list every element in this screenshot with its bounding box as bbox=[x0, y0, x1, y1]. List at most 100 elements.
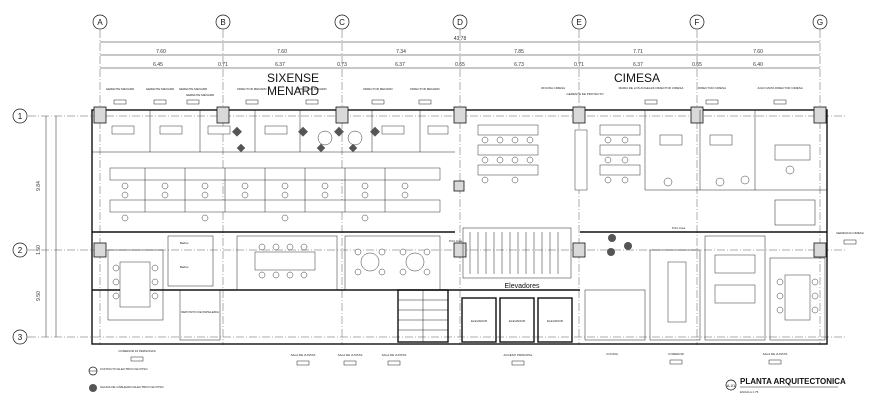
dim-sub-10: 0.65 bbox=[692, 62, 702, 68]
structural-columns bbox=[93, 106, 827, 258]
axis-bubble-c: C bbox=[334, 14, 350, 30]
tag-bottom-4: SALA DE JUNTAS bbox=[382, 353, 407, 357]
meeting-rooms bbox=[236, 235, 441, 291]
workstation-chairs bbox=[121, 182, 409, 222]
tag-top-12: DIRECTOR CIMESA bbox=[698, 86, 726, 90]
tag-bottom-8: SALA DE JUNTAS bbox=[763, 352, 788, 356]
svg-text:E: E bbox=[576, 18, 581, 27]
axis-bubble-d: D bbox=[452, 14, 468, 30]
svg-text:A: A bbox=[97, 18, 103, 27]
dim-sub-6: 0.65 bbox=[455, 62, 465, 68]
dim-sub-8: 0.71 bbox=[574, 62, 584, 68]
top-private-offices bbox=[92, 110, 455, 153]
lower-left-rooms: Baños Baños DEPOSITO DE PAPELERIA bbox=[107, 235, 221, 341]
print-area-label-1: Print Area bbox=[449, 239, 463, 243]
tag-bottom-3: SALA DE JUNTAS bbox=[338, 353, 363, 357]
dim-sub-1: 6.45 bbox=[153, 62, 163, 68]
dim-left-2: 1.50 bbox=[36, 245, 42, 255]
dim-sub-9: 6.37 bbox=[633, 62, 643, 68]
elevator-label-2: ELEVADOR bbox=[509, 319, 526, 323]
dim-sub-3: 6.37 bbox=[275, 62, 285, 68]
legend: CONTACTO ELECTRICO EN PISO SALIDA DE CAB… bbox=[88, 366, 164, 392]
zone-menard: MENARD bbox=[267, 84, 319, 98]
dim-left-3: 9.50 bbox=[36, 291, 42, 301]
tag-bottom-7: COMEDOR bbox=[668, 352, 685, 356]
lower-right-rooms bbox=[584, 199, 826, 341]
tag-top-4: GERENTE MENARD bbox=[186, 93, 215, 97]
dim-bay-4: 7.85 bbox=[514, 49, 524, 55]
legend-item-floor-outlet: CONTACTO ELECTRICO EN PISO bbox=[88, 366, 148, 376]
zone-labels: SIXENSE MENARD CIMESA Elevadores Print A… bbox=[267, 71, 686, 290]
legend-label-1: CONTACTO ELECTRICO EN PISO bbox=[100, 367, 148, 371]
axis-bubble-f: F bbox=[689, 14, 705, 30]
tag-top-2: GERENTE MENARD bbox=[146, 87, 175, 91]
dim-sub-4: 0.73 bbox=[337, 62, 347, 68]
zone-elevators: Elevadores bbox=[504, 283, 540, 290]
cimesa-workstations bbox=[477, 110, 827, 191]
bath-label-1: Baños bbox=[180, 241, 189, 245]
print-area-label-2: Print Area bbox=[672, 226, 686, 230]
svg-text:B: B bbox=[220, 18, 225, 27]
dim-bay-6: 7.60 bbox=[753, 49, 763, 55]
tag-top-13: JULIO MATA DIRECTOR CIMESA bbox=[757, 86, 803, 90]
svg-text:3: 3 bbox=[18, 333, 23, 342]
dimension-lines: 43.78 7.60 7.60 7.34 7.85 7.71 7.60 6.45… bbox=[36, 36, 820, 337]
tag-top-8: DIRECTOR MENARD bbox=[410, 87, 440, 91]
plan-scale: ESCALA 1:75 bbox=[740, 390, 759, 394]
dim-sub-11: 6.40 bbox=[753, 62, 763, 68]
dim-sub-2: 0.71 bbox=[218, 62, 228, 68]
legend-item-cable-outlet: SALIDA DE CABLEADO ELECTRICO EN PISO bbox=[89, 384, 164, 392]
dim-bay-1: 7.60 bbox=[156, 49, 166, 55]
svg-text:C: C bbox=[339, 18, 345, 27]
axis-bubble-3: 3 bbox=[12, 329, 28, 345]
svg-text:G: G bbox=[817, 18, 823, 27]
dim-overall: 43.78 bbox=[454, 36, 467, 42]
tag-top-7: DIRECTOR MENARD bbox=[363, 87, 393, 91]
title-block: A-01 PLANTA ARQUITECTONICA ESCALA 1:75 bbox=[725, 377, 846, 394]
deposito-label: DEPOSITO DE PAPELERIA bbox=[181, 310, 219, 314]
axis-bubble-g: G bbox=[812, 14, 828, 30]
elevator-label-3: ELEVADOR bbox=[547, 319, 564, 323]
tag-bottom-6: COCINA bbox=[606, 352, 618, 356]
sheet-number: A-01 bbox=[727, 383, 736, 388]
legend-label-2: SALIDA DE CABLEADO ELECTRICO EN PISO bbox=[100, 385, 164, 389]
meeting-round-tables bbox=[232, 126, 380, 153]
row-axis-bubbles: 1 2 3 bbox=[12, 108, 28, 345]
open-workstations-left bbox=[109, 167, 441, 222]
stair-elevator-core: ELEVADOR ELEVADOR ELEVADOR bbox=[397, 227, 573, 343]
room-tags-top: GERENTE MENARD GERENTE MENARD GERENTE ME… bbox=[106, 86, 803, 105]
axis-bubble-1: 1 bbox=[12, 108, 28, 124]
tag-top-9: OFICINA CIMESA bbox=[541, 86, 565, 90]
tag-bottom-5: ACCESO PRINCIPAL bbox=[503, 353, 532, 357]
tag-bottom-2: SALA DE JUNTAS bbox=[291, 353, 316, 357]
tag-right-1: GERENCIA CIMESA bbox=[836, 231, 864, 235]
bath-label-2: Baños bbox=[180, 265, 189, 269]
tag-top-1: GERENTE MENARD bbox=[106, 87, 135, 91]
dim-bay-2: 7.60 bbox=[277, 49, 287, 55]
tag-top-10: GERENTE DE PROYECTO bbox=[566, 92, 604, 96]
zone-sixense: SIXENSE bbox=[267, 71, 319, 85]
svg-text:1: 1 bbox=[18, 112, 23, 121]
dim-bay-3: 7.34 bbox=[396, 49, 406, 55]
tag-bottom-1: COMEDOR 16 PERSONAS bbox=[118, 349, 155, 353]
tag-top-11: MARIA DE LOS ANGELES DIRECTOR CIMESA bbox=[619, 86, 684, 90]
dim-left-1: 9.84 bbox=[36, 181, 42, 191]
tag-top-6: DIRECTOR MENARD bbox=[297, 87, 327, 91]
plan-title: PLANTA ARQUITECTONICA bbox=[740, 377, 846, 386]
dim-sub-5: 6.37 bbox=[395, 62, 405, 68]
axis-bubble-b: B bbox=[215, 14, 231, 30]
dim-bay-5: 7.71 bbox=[633, 49, 643, 55]
elevator-label-1: ELEVADOR bbox=[471, 319, 488, 323]
axis-bubble-2: 2 bbox=[12, 242, 28, 258]
tag-top-5: DIRECTOR MENARD bbox=[237, 87, 267, 91]
room-tags-bottom: COMEDOR 16 PERSONAS SALA DE JUNTAS SALA … bbox=[118, 349, 788, 366]
room-tags-right: GERENCIA CIMESA bbox=[836, 231, 864, 245]
zone-cimesa: CIMESA bbox=[614, 71, 660, 85]
svg-text:F: F bbox=[695, 18, 700, 27]
svg-text:2: 2 bbox=[18, 246, 23, 255]
axis-bubble-e: E bbox=[571, 14, 587, 30]
tag-top-3: GERENTE MENARD bbox=[179, 87, 208, 91]
svg-text:D: D bbox=[457, 18, 463, 27]
axis-bubble-a: A bbox=[92, 14, 108, 30]
